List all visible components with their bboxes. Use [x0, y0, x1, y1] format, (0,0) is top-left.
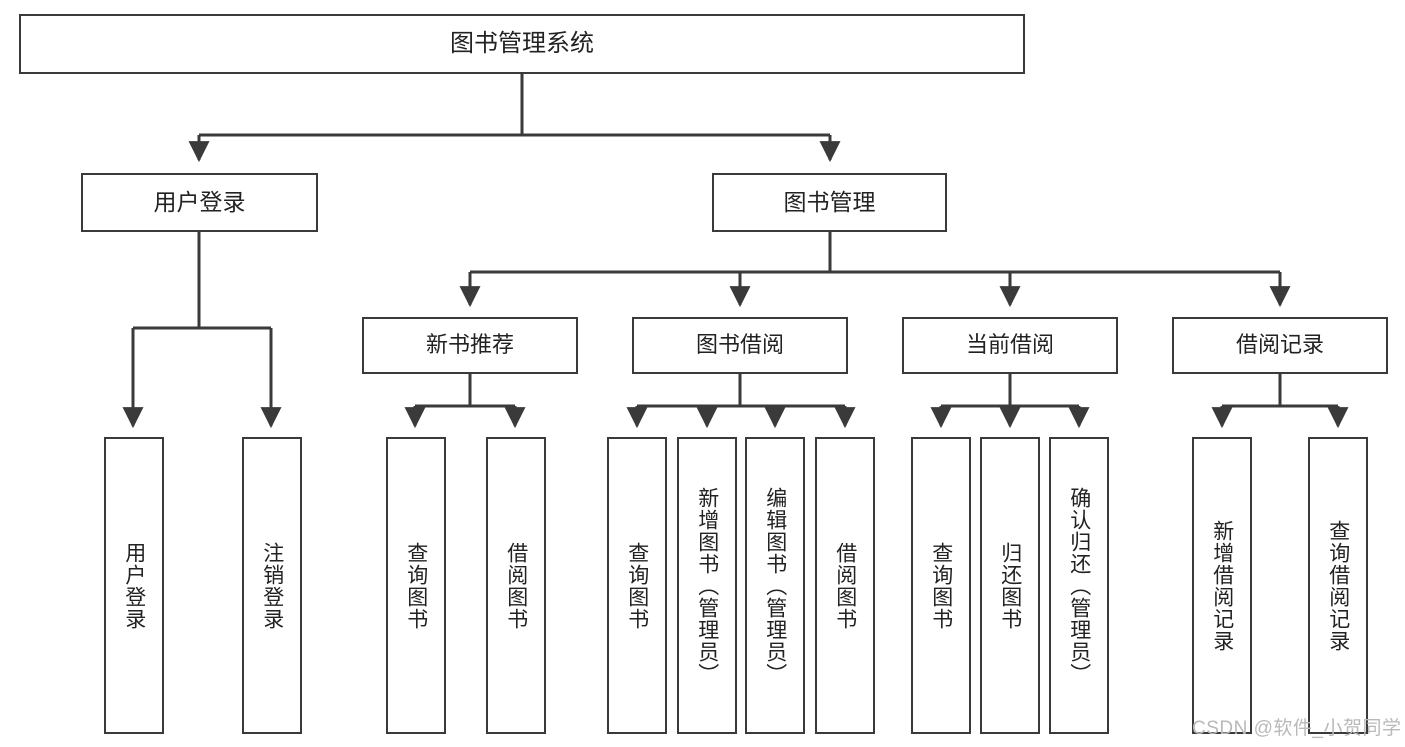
leaf-recommend-query-book[interactable]: 查询图书: [386, 437, 446, 734]
node-label: 查询借阅记录: [1326, 519, 1350, 652]
node-label: 借阅图书: [504, 541, 528, 630]
node-user-login[interactable]: 用户登录: [81, 173, 318, 232]
leaf-current-query-book[interactable]: 查询图书: [911, 437, 971, 734]
leaf-records-query-record[interactable]: 查询借阅记录: [1308, 437, 1368, 734]
node-book-management[interactable]: 图书管理: [712, 173, 947, 232]
leaf-borrow-borrow-book[interactable]: 借阅图书: [815, 437, 875, 734]
node-label: 图书借阅: [695, 332, 784, 358]
node-label: 查询图书: [404, 541, 428, 630]
leaf-current-confirm-return-admin[interactable]: 确认归还（管理员）: [1049, 437, 1109, 734]
node-label: 新增借阅记录: [1210, 519, 1234, 652]
node-label: 查询图书: [929, 541, 953, 630]
leaf-records-add-record[interactable]: 新增借阅记录: [1192, 437, 1252, 734]
node-label: 查询图书: [625, 541, 649, 630]
node-label: 确认归还（管理员）: [1067, 486, 1091, 685]
node-label: 借阅图书: [833, 541, 857, 630]
node-label: 新增图书（管理员）: [695, 486, 719, 685]
node-label: 借阅记录: [1235, 332, 1324, 358]
leaf-user-login-signin[interactable]: 用户登录: [104, 437, 164, 734]
leaf-user-login-signout[interactable]: 注销登录: [242, 437, 302, 734]
leaf-borrow-edit-book-admin[interactable]: 编辑图书（管理员）: [745, 437, 805, 734]
node-book-borrow[interactable]: 图书借阅: [632, 317, 848, 374]
node-label: 当前借阅: [965, 332, 1054, 358]
node-label: 用户登录: [122, 541, 146, 630]
node-label: 编辑图书（管理员）: [763, 486, 787, 685]
node-label: 新书推荐: [425, 332, 514, 358]
node-borrow-records[interactable]: 借阅记录: [1172, 317, 1388, 374]
node-label: 注销登录: [260, 541, 284, 630]
node-label: 归还图书: [998, 541, 1022, 630]
leaf-current-return-book[interactable]: 归还图书: [980, 437, 1040, 734]
node-label: 用户登录: [153, 188, 246, 215]
node-current-borrow[interactable]: 当前借阅: [902, 317, 1118, 374]
leaf-borrow-add-book-admin[interactable]: 新增图书（管理员）: [677, 437, 737, 734]
leaf-borrow-query-book[interactable]: 查询图书: [607, 437, 667, 734]
node-new-book-recommend[interactable]: 新书推荐: [362, 317, 578, 374]
node-label: 图书管理系统: [450, 29, 594, 57]
leaf-recommend-borrow-book[interactable]: 借阅图书: [486, 437, 546, 734]
node-label: 图书管理: [783, 188, 876, 215]
node-root-book-management-system[interactable]: 图书管理系统: [19, 14, 1025, 74]
